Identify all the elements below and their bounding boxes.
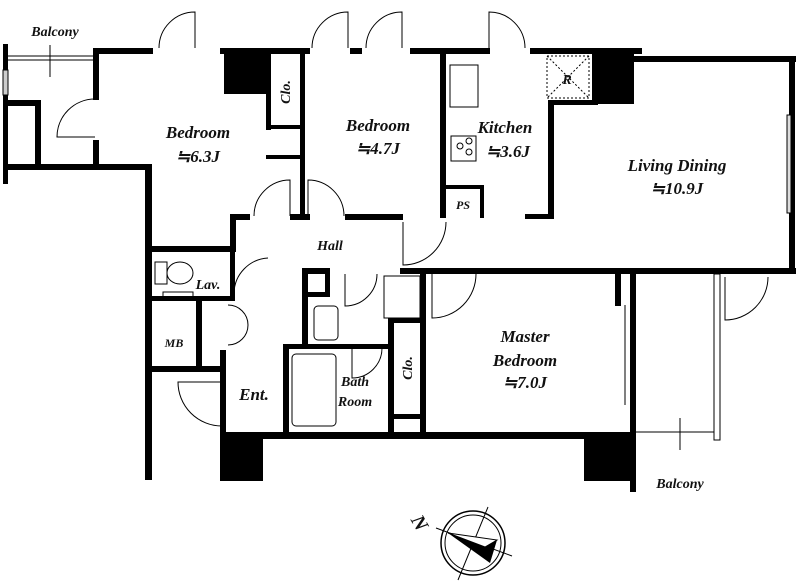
label-closet2: Clo. [401,356,416,380]
label-ps: PS [456,198,470,212]
label-closet1: Clo. [279,80,294,104]
label-hall: Hall [316,239,343,254]
compass-north-label: N [406,510,434,536]
label-bath: Bath [340,375,369,390]
label-ent: Ent. [238,385,269,404]
label-balcony-top: Balcony [30,25,79,40]
doors [56,11,769,427]
label-master-bedroom: Bedroom [492,351,557,370]
label-bedroom2-size: ≒4.7J [356,139,401,158]
label-bedroom1-size: ≒6.3J [176,147,221,166]
label-bath-room: Room [337,395,372,410]
label-mb: MB [164,336,184,350]
label-balcony-bottom: Balcony [655,477,704,492]
walls [2,44,796,492]
label-master-size: ≒7.0J [503,373,548,392]
label-bedroom1: Bedroom [165,123,230,142]
label-living: Living Dining [627,156,727,175]
label-lav: Lav. [195,278,221,293]
label-kitchen: Kitchen [477,118,533,137]
label-master: Master [499,327,550,346]
label-bedroom2: Bedroom [345,116,410,135]
label-kitchen-size: ≒3.6J [486,142,531,161]
compass-icon: N [406,506,513,581]
label-refrigerator: R [561,73,571,88]
label-living-size: ≒10.9J [651,179,704,198]
